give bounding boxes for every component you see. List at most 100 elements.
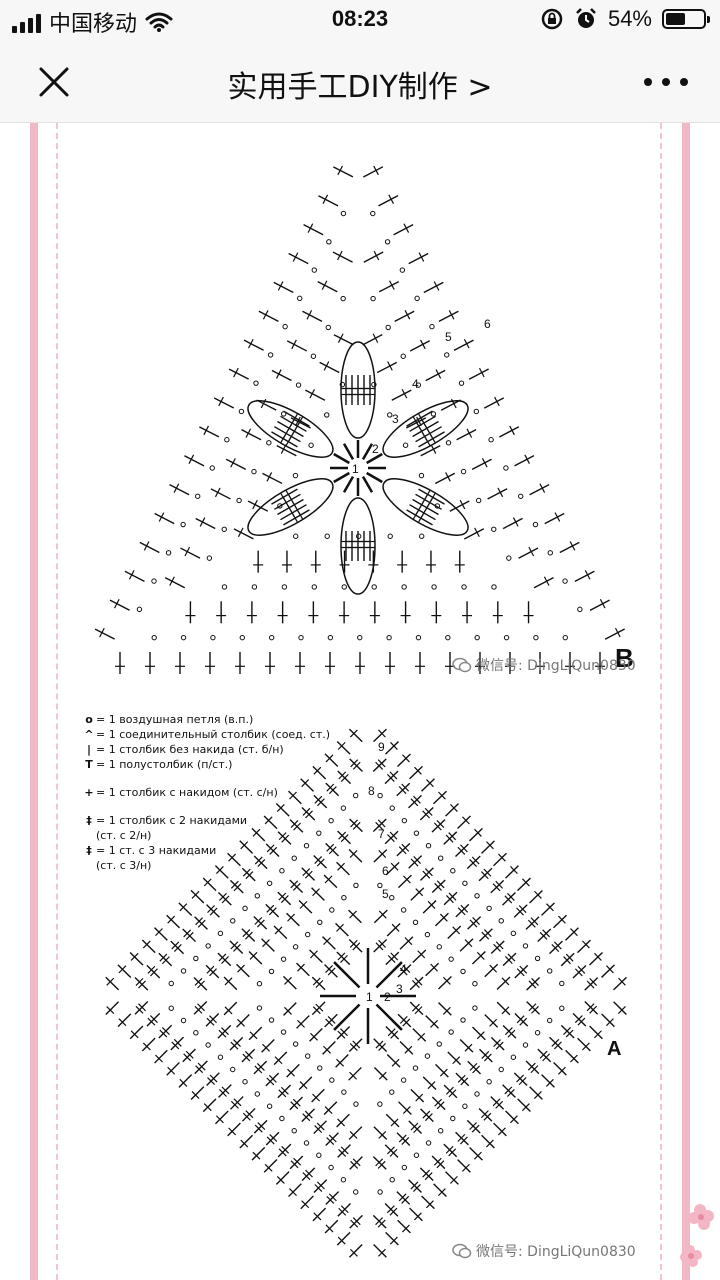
double-crochet-stitch [502,1024,517,1039]
double-crochet-stitch [422,1076,437,1091]
double-crochet-stitch [134,1001,149,1015]
double-crochet-stitch [194,1060,208,1075]
double-crochet-stitch [409,1001,424,1016]
stitch-bar [290,1101,299,1110]
stitch-bar [264,1163,273,1172]
double-crochet-stitch [412,498,439,516]
stitch-bar [280,492,287,502]
stitch-bar [266,844,275,853]
stitch-bar [387,1146,395,1155]
stitch-bar [195,1065,204,1074]
stitch-bar [179,1078,188,1087]
stitch-bar [389,1236,398,1245]
stitch-bar [565,1029,574,1038]
double-crochet-stitch [479,1048,493,1063]
left-pink-border [30,123,38,1280]
double-crochet-stitch [271,431,298,448]
stitch-bar [528,546,535,557]
chain-stitch [311,584,318,590]
double-crochet-stitch [323,874,338,889]
status-right: 54% [540,6,710,32]
stitch-bar [245,931,253,940]
double-crochet-stitch [502,1084,516,1098]
stitch-bar [215,866,224,875]
stitch-bar [224,1006,233,1015]
stitch-bar [457,1074,466,1083]
stitch-bar [194,977,203,986]
chain-stitch [562,634,568,641]
row-number: 5 [382,887,389,901]
stitch-bar [469,1122,478,1131]
stitch-bar [577,965,586,974]
watermark-bottom: 微信号: DingLiQun0830 [452,1241,636,1261]
stitch-bar [203,878,212,887]
double-crochet-stitch [455,843,469,857]
double-crochet-stitch [236,963,250,978]
double-crochet-stitch [166,914,181,929]
chain-stitch [522,1042,529,1048]
chain-stitch [329,907,335,913]
stitch-bar [337,333,344,343]
double-crochet-stitch [109,599,130,611]
stitch-bar [618,977,626,986]
double-crochet-stitch [164,577,186,589]
double-crochet-stitch [385,1231,399,1246]
double-crochet-stitch [443,891,458,906]
close-icon[interactable] [32,60,76,104]
chain-stitch [357,634,363,641]
double-crochet-stitch [195,517,216,530]
stitch-bar [480,1110,489,1119]
chain-stitch [339,381,346,388]
stitch-bar [171,941,180,950]
legend-symbol: o [85,713,93,726]
chain-stitch [400,353,406,359]
double-crochet-stitch [443,831,458,845]
chain-stitch [450,1115,456,1122]
double-crochet-stitch [182,1048,196,1063]
stitch-bar [373,165,379,176]
double-crochet-stitch [529,1086,543,1100]
legend-row: ‡= 1 ст. с 3 накидами [82,844,330,858]
double-crochet-stitch [277,1143,292,1158]
stitch-bar [427,900,436,909]
stitch-bar [378,729,386,738]
stitch-bar [401,843,410,852]
legend-text: = 1 соединительный столбик (соед. ст.) [96,728,331,741]
stitch-bar [448,832,457,841]
stitch-bar [230,880,239,889]
stitch-bar [352,761,361,770]
double-crochet-stitch [418,488,445,505]
stitch-bar [147,1017,156,1026]
chain-stitch [266,880,273,886]
double-crochet-stitch [393,223,414,236]
double-crochet-stitch [481,840,495,854]
double-crochet-stitch [337,1144,351,1158]
legend-row: T= 1 полустолбик (п/ст.) [82,758,330,772]
chain-stitch [430,411,437,417]
legend-row: ^= 1 соединительный столбик (соед. ст.) [82,728,330,742]
stitch-bar [312,977,321,986]
more-icon[interactable] [644,60,688,104]
stitch-bar [316,1181,325,1190]
stitch-bar [463,338,470,349]
stitch-bar [606,965,614,974]
stitch-bar [434,1098,443,1107]
stitch-bar [323,1045,332,1054]
stitch-bar [480,871,489,880]
chain-stitch [217,930,224,937]
double-crochet-stitch [396,1191,411,1205]
stitch-bar [292,413,299,423]
stitch-bar [281,1145,290,1154]
stitch-bar [401,1137,410,1145]
stitch-bar [574,968,583,977]
stitch-bar [415,1093,424,1102]
stitch-bar [378,849,387,858]
article-account-title[interactable]: 实用手工DIY制作 > [227,70,493,105]
stitch-bar [240,1139,249,1148]
double-crochet-stitch [336,861,350,876]
double-crochet-stitch [445,1171,459,1185]
double-crochet-stitch [420,867,434,881]
stitch-bar [543,576,550,586]
stitch-bar [489,1018,498,1027]
chain-stitch [503,465,509,471]
